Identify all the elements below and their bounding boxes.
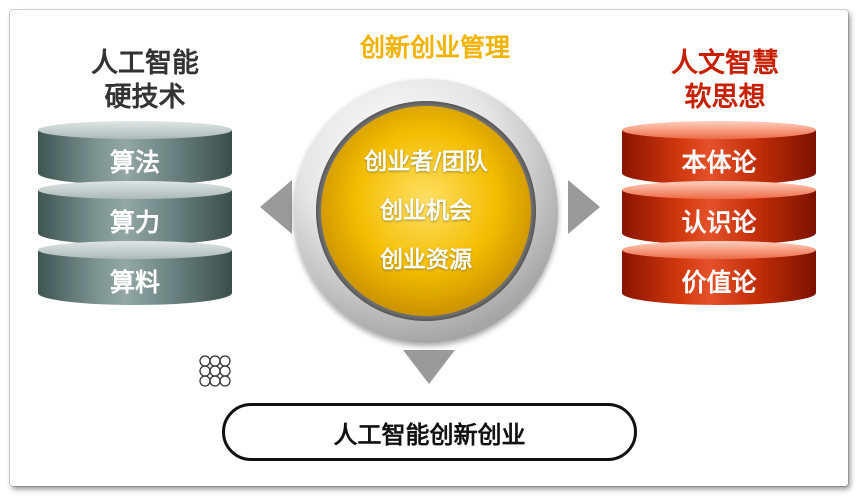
right-heading-line1: 人文智慧 (671, 48, 779, 79)
right-cylinder-3: 价值论 (622, 241, 816, 305)
right-heading: 人文智慧 软思想 (640, 47, 810, 115)
left-cylinder-2: 算力 (38, 181, 232, 245)
arrow-down-icon (403, 350, 455, 384)
bottom-result-label: 人工智能创新创业 (333, 420, 526, 449)
center-item: 创业者/团队 (364, 148, 488, 175)
center-item: 创业资源 (380, 246, 472, 273)
left-cylinder-label: 算法 (109, 147, 160, 177)
right-cylinder-stack: 本体论 认识论 价值论 (622, 121, 816, 310)
arrow-left-icon (260, 180, 292, 234)
left-cylinder-1: 算法 (38, 121, 232, 185)
left-heading: 人工智能 硬技术 (60, 47, 230, 115)
right-cylinder-label: 价值论 (681, 267, 757, 297)
left-heading-line1: 人工智能 (91, 48, 199, 79)
left-cylinder-stack: 算法 算力 算料 (38, 121, 232, 310)
right-heading-line2: 软思想 (684, 82, 766, 113)
left-cylinder-label: 算力 (109, 207, 160, 237)
right-cylinder-2: 认识论 (622, 181, 816, 245)
right-cylinder-label: 认识论 (681, 207, 757, 237)
center-ring: 创业者/团队 创业机会 创业资源 (294, 79, 558, 343)
circle-grid-icon (199, 355, 231, 387)
left-heading-line2: 硬技术 (104, 82, 186, 113)
right-cylinder-label: 本体论 (681, 147, 757, 177)
bottom-result-box: 人工智能创新创业 (222, 403, 637, 461)
left-cylinder-3: 算料 (38, 241, 232, 305)
left-cylinder-label: 算料 (109, 267, 160, 297)
center-title: 创新创业管理 (359, 33, 510, 62)
center-core: 创业者/团队 创业机会 创业资源 (321, 106, 531, 316)
arrow-right-icon (568, 180, 600, 234)
center-item: 创业机会 (380, 197, 472, 224)
right-cylinder-1: 本体论 (622, 121, 816, 185)
